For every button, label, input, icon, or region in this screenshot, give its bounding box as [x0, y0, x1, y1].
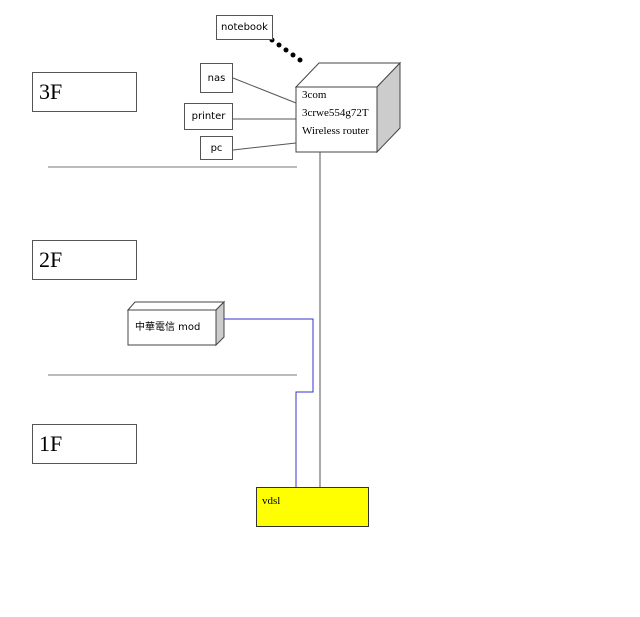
floor-label-1f: 1F: [32, 424, 137, 464]
modem-label: 中華電信 mod: [135, 322, 201, 333]
router-model: 3crwe554g72T: [302, 107, 369, 119]
router-type: Wireless router: [302, 125, 370, 137]
floor-label-3f: 3F: [32, 72, 137, 112]
modem-vdsl-link: [224, 318, 314, 487]
device-nas: nas: [200, 63, 233, 93]
modem-box: [126, 300, 226, 347]
device-pc: pc: [200, 136, 233, 160]
router-box: [294, 61, 402, 154]
vdsl-label: vdsl: [262, 495, 281, 507]
device-notebook: notebook: [216, 15, 273, 40]
floor-label-2f: 2F: [32, 240, 137, 280]
router-label: 3com 3crwe554g72T Wireless router: [302, 86, 369, 140]
device-printer: printer: [184, 103, 233, 130]
router-brand: 3com: [302, 89, 327, 101]
notebook-wireless-link: [269, 37, 303, 63]
vdsl-box: vdsl: [256, 487, 369, 527]
nas-router-link: [232, 77, 297, 104]
pc-router-link: [232, 142, 297, 151]
